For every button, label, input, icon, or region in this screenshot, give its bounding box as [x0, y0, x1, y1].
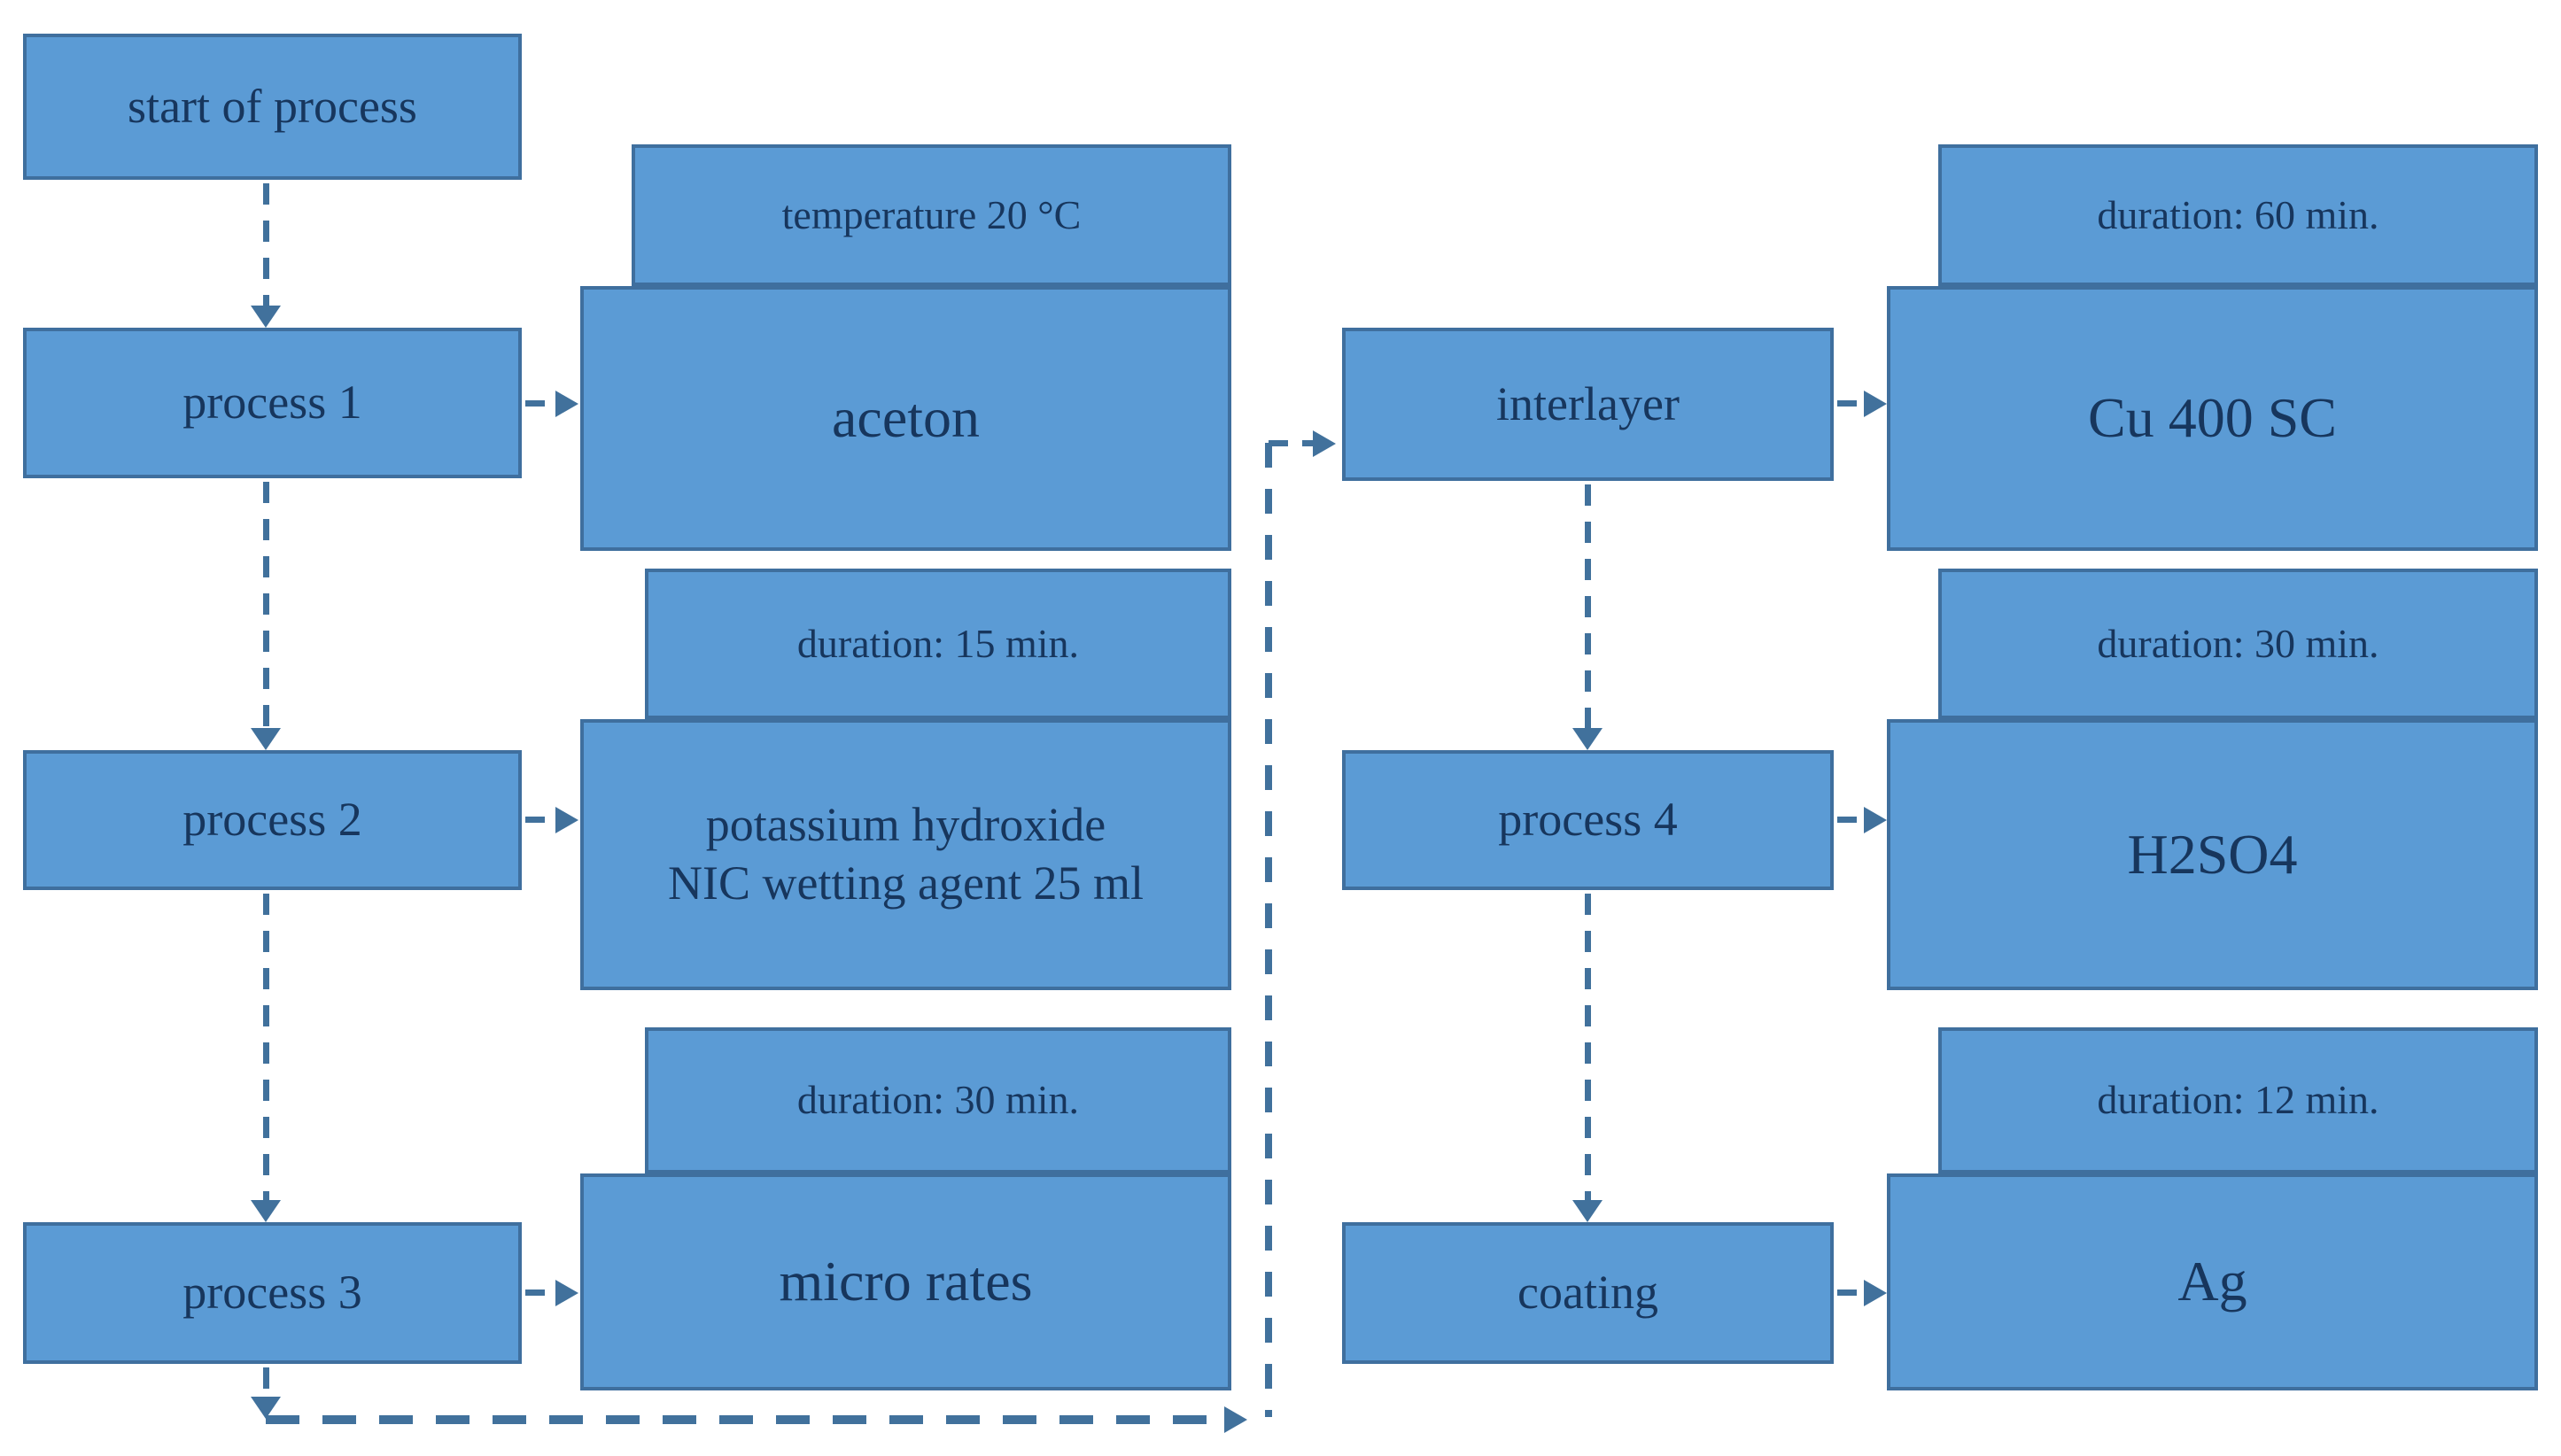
connector-process1-to-aceton-line — [525, 400, 557, 407]
aceton-label: aceton — [832, 386, 980, 450]
process-1-label: process 1 — [182, 376, 362, 430]
connector-process3-to-micro-rates-arrowhead — [555, 1280, 578, 1306]
cu-400-sc-label: Cu 400 SC — [2088, 386, 2337, 450]
connector-process2-to-potassium-line — [525, 817, 557, 823]
process-4-box: process 4 — [1342, 750, 1834, 890]
connector-process4-to-h2so4-arrowhead — [1864, 807, 1887, 833]
cu-400-sc-box: Cu 400 SC — [1887, 286, 2538, 551]
duration-12-header-box: duration: 12 min. — [1938, 1027, 2538, 1173]
connector-bottom-return-arrowhead — [1224, 1406, 1247, 1433]
coating-label: coating — [1517, 1266, 1658, 1320]
connector-process3-to-micro-rates-line — [525, 1289, 557, 1296]
duration-30-header-label: duration: 30 min. — [796, 1077, 1080, 1123]
start-of-process-label: start of process — [128, 79, 417, 133]
connector-interlayer-to-process4-line — [1585, 484, 1591, 728]
connector-coating-to-ag-arrowhead — [1864, 1280, 1887, 1306]
process-4-label: process 4 — [1498, 793, 1678, 847]
start-of-process-box: start of process — [23, 34, 522, 180]
interlayer-label: interlayer — [1496, 376, 1680, 430]
duration-30b-header-label: duration: 30 min. — [2097, 620, 2379, 666]
connector-interlayer-to-process4-arrowhead — [1572, 728, 1603, 750]
process-1-box: process 1 — [23, 328, 522, 478]
connector-interlayer-to-cu-line — [1837, 400, 1866, 407]
ag-label: Ag — [2177, 1250, 2247, 1313]
connector-return-to-interlayer-arrowhead — [1313, 430, 1336, 457]
connector-start-to-process1-line — [263, 183, 269, 306]
potassium-hydroxide-box: potassium hydroxide NIC wetting agent 25… — [580, 719, 1231, 990]
connector-process3-down-line — [263, 1367, 269, 1398]
connector-return-elbow-line — [1269, 440, 1315, 446]
connector-interlayer-to-cu-arrowhead — [1864, 391, 1887, 417]
ag-box: Ag — [1887, 1173, 2538, 1390]
process-2-box: process 2 — [23, 750, 522, 890]
h2so4-label: H2SO4 — [2127, 822, 2298, 886]
connector-coating-to-ag-line — [1837, 1289, 1866, 1296]
duration-30b-header-box: duration: 30 min. — [1938, 569, 2538, 719]
duration-15-header-label: duration: 15 min. — [796, 620, 1080, 666]
process-3-label: process 3 — [182, 1266, 362, 1320]
connector-process2-to-potassium-arrowhead — [555, 807, 578, 833]
connector-process1-to-process2-line — [263, 482, 269, 728]
connector-process4-to-h2so4-line — [1837, 817, 1866, 823]
connector-process4-to-coating-line — [1585, 894, 1591, 1200]
process-3-box: process 3 — [23, 1222, 522, 1364]
connector-return-up-line — [1265, 443, 1272, 1417]
duration-30-header-box: duration: 30 min. — [645, 1027, 1231, 1173]
connector-process2-to-process3-arrowhead — [251, 1200, 281, 1222]
connector-process2-to-process3-line — [263, 894, 269, 1200]
aceton-box: aceton — [580, 286, 1231, 551]
temperature-header-box: temperature 20 °C — [632, 144, 1231, 286]
temperature-header-label: temperature 20 °C — [781, 191, 1082, 237]
h2so4-box: H2SO4 — [1887, 719, 2538, 990]
interlayer-box: interlayer — [1342, 328, 1834, 481]
connector-start-to-process1-arrowhead — [251, 306, 281, 328]
duration-15-header-box: duration: 15 min. — [645, 569, 1231, 719]
connector-process1-to-aceton-arrowhead — [555, 391, 578, 417]
connector-bottom-return-line — [266, 1415, 1224, 1424]
micro-rates-label: micro rates — [779, 1250, 1033, 1313]
connector-process3-down-arrowhead — [251, 1397, 281, 1419]
duration-12-header-label: duration: 12 min. — [2097, 1077, 2379, 1123]
process-2-label: process 2 — [182, 793, 362, 847]
duration-60-header-box: duration: 60 min. — [1938, 144, 2538, 286]
duration-60-header-label: duration: 60 min. — [2097, 191, 2379, 237]
connector-process1-to-process2-arrowhead — [251, 728, 281, 750]
micro-rates-box: micro rates — [580, 1173, 1231, 1390]
potassium-hydroxide-label: potassium hydroxide NIC wetting agent 25… — [668, 798, 1144, 910]
connector-process4-to-coating-arrowhead — [1572, 1200, 1603, 1222]
coating-box: coating — [1342, 1222, 1834, 1364]
